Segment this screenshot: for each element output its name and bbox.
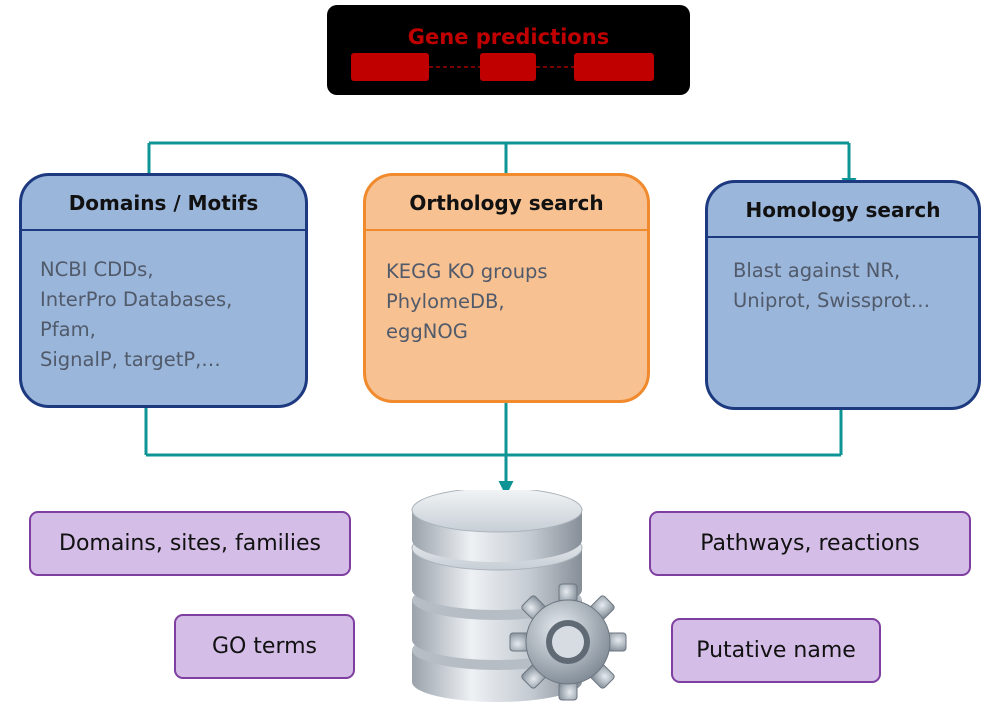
domains-item: SignalP, targetP,… [40,348,221,371]
database-icon [411,490,627,702]
domains-item: InterPro Databases, [40,288,233,311]
gene-model-icon [351,53,654,81]
output-pathways-reactions: Pathways, reactions [649,511,971,576]
gene-predictions-title: Gene predictions [407,25,610,49]
orthology-search-title: Orthology search [366,176,647,231]
homology-search-title: Homology search [708,183,978,238]
output-domains-sites-families: Domains, sites, families [29,511,351,576]
exon-2 [480,53,536,81]
gear-icon [509,583,627,701]
orthology-search-panel: Orthology search KEGG KO groups PhylomeD… [363,173,650,403]
homology-search-panel: Homology search Blast against NR, Unipro… [705,180,981,410]
output-go-terms: GO terms [174,614,355,679]
homology-item: Uniprot, Swissprot… [733,289,931,312]
orthology-item: KEGG KO groups [386,260,548,283]
domains-item: Pfam, [40,318,96,341]
exon-1 [351,53,429,81]
output-putative-name: Putative name [671,618,881,683]
domains-motifs-panel: Domains / Motifs NCBI CDDs, InterPro Dat… [19,173,308,408]
domains-motifs-title: Domains / Motifs [22,176,305,231]
domains-item: NCBI CDDs, [40,258,154,281]
gene-predictions-box: Gene predictions [327,5,690,95]
orthology-item: eggNOG [386,320,468,343]
homology-item: Blast against NR, [733,259,901,282]
exon-3 [574,53,654,81]
orthology-item: PhylomeDB, [386,290,505,313]
